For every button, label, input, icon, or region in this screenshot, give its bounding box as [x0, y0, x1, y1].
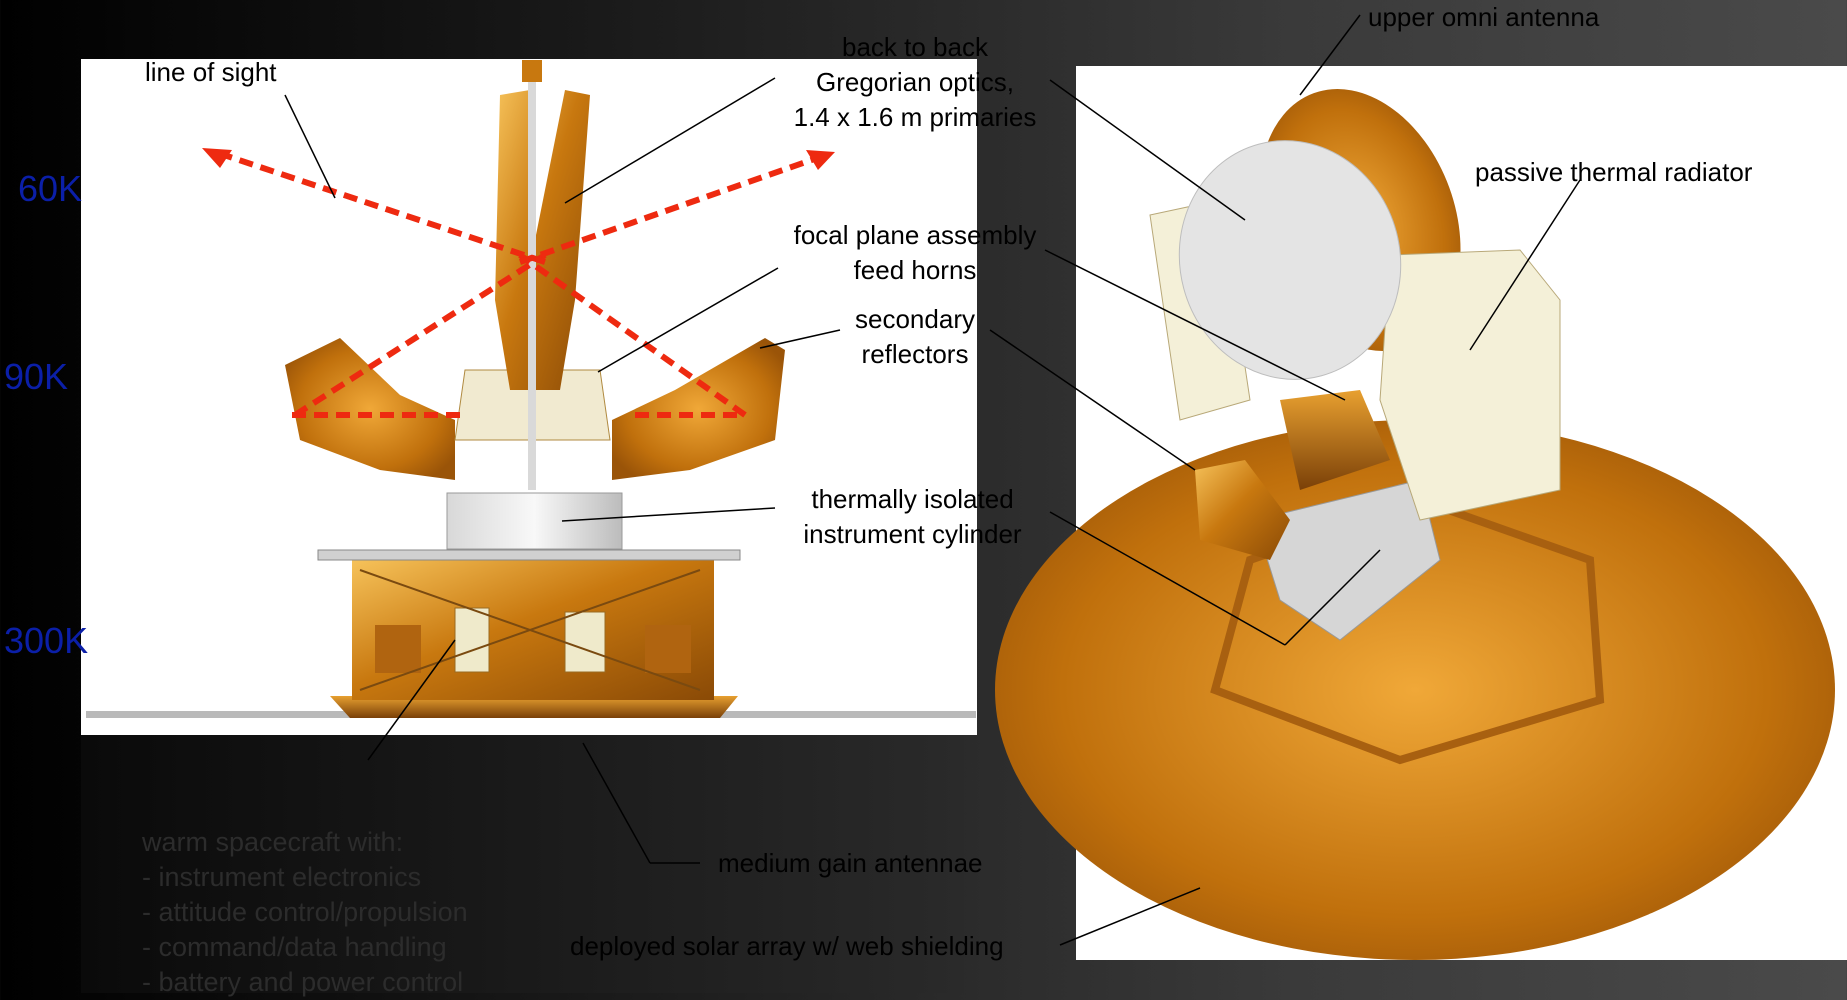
warm-spacecraft-item: - battery and power control [142, 965, 468, 1000]
warm-spacecraft-item: - attitude control/propulsion [142, 895, 468, 930]
temp-60k: 60K [18, 168, 82, 210]
side-view-spacecraft [86, 60, 976, 718]
label-instrument-cylinder: thermally isolated instrument cylinder [780, 482, 1045, 552]
label-cylinder-line2: instrument cylinder [780, 517, 1045, 552]
instrument-cylinder [447, 493, 622, 549]
right-primary-reflector [612, 338, 785, 480]
label-upper-omni-antenna: upper omni antenna [1368, 0, 1599, 35]
label-cylinder-line1: thermally isolated [780, 482, 1045, 517]
bus-panel-c [375, 625, 421, 673]
bus-panel-a [455, 608, 489, 672]
temp-300k: 300K [4, 620, 88, 662]
bus-panel-b [565, 612, 605, 672]
label-focal-plane-line1: focal plane assembly [770, 218, 1060, 253]
label-passive-thermal-radiator: passive thermal radiator [1475, 155, 1752, 190]
radiator-tower [495, 90, 590, 390]
label-secondary-line1: secondary [830, 302, 1000, 337]
mast [528, 60, 536, 490]
warm-spacecraft-list: warm spacecraft with: - instrument elect… [142, 825, 468, 1000]
label-focal-plane: focal plane assembly feed horns [770, 218, 1060, 288]
warm-spacecraft-title: warm spacecraft with: [142, 825, 468, 860]
label-line-of-sight: line of sight [145, 55, 277, 90]
label-focal-plane-line2: feed horns [770, 253, 1060, 288]
label-optics: back to back Gregorian optics, 1.4 x 1.6… [770, 30, 1060, 135]
isometric-view-spacecraft [995, 61, 1835, 960]
label-optics-line3: 1.4 x 1.6 m primaries [770, 100, 1060, 135]
upper-omni-left [522, 60, 542, 82]
bus-panel-d [645, 625, 691, 673]
bus-deck [318, 550, 740, 560]
temp-90k: 90K [4, 356, 68, 398]
label-optics-line2: Gregorian optics, [770, 65, 1060, 100]
label-secondary-line2: reflectors [830, 337, 1000, 372]
label-secondary-reflectors: secondary reflectors [830, 302, 1000, 372]
warm-spacecraft-item: - instrument electronics [142, 860, 468, 895]
left-primary-reflector [285, 338, 455, 480]
label-solar-array: deployed solar array w/ web shielding [570, 929, 1004, 964]
passive-thermal-radiator [1380, 250, 1560, 520]
warm-spacecraft-item: - command/data handling [142, 930, 468, 965]
label-medium-gain-antennae: medium gain antennae [718, 846, 983, 881]
label-optics-line1: back to back [770, 30, 1060, 65]
